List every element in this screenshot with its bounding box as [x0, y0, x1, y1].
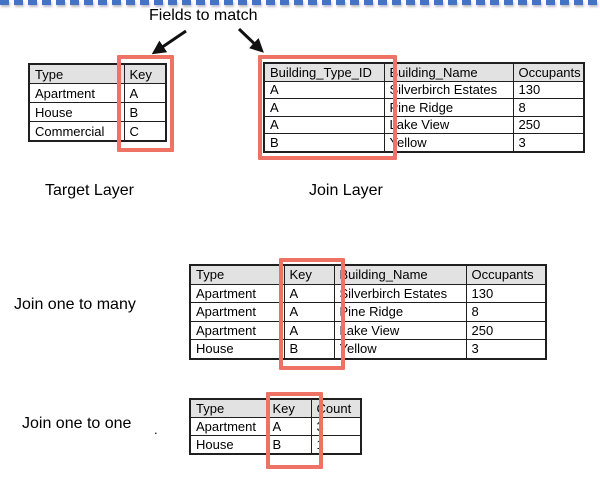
one-to-one-key-highlight-box	[266, 392, 323, 469]
column-header: Key	[123, 63, 167, 84]
table-row: B Yellow 3	[263, 133, 585, 152]
column-header: Type	[189, 398, 268, 418]
fields-to-match-label: Fields to match	[149, 7, 258, 24]
target-layer-table: Type Key Apartment A House B Commercial …	[28, 63, 167, 142]
table-cell: C	[123, 121, 167, 142]
column-header: Building_Type_ID	[263, 62, 385, 82]
table-cell: Lake View	[383, 115, 514, 134]
table-cell: Silverbirch Estates	[333, 283, 467, 303]
table-cell: B	[263, 133, 385, 152]
column-header: Occupants	[465, 264, 547, 285]
column-header: Building_Name	[383, 62, 514, 82]
table-header-row: Type Key	[28, 63, 167, 84]
join-key-highlight-box	[258, 55, 397, 160]
table-cell: 130	[465, 283, 547, 303]
join-layer-caption: Join Layer	[309, 182, 383, 199]
column-header: Occupants	[512, 62, 585, 82]
table-cell: Apartment	[189, 320, 285, 340]
table-cell: 250	[465, 320, 547, 340]
target-key-highlight-box	[117, 55, 174, 152]
table-cell: 130	[512, 80, 585, 99]
table-cell: B	[123, 102, 167, 122]
table-cell: B	[283, 339, 335, 359]
column-header: Type	[189, 264, 285, 285]
table-cell: Yellow	[383, 133, 514, 152]
table-cell: Apartment	[189, 417, 268, 436]
column-header: Count	[310, 398, 362, 418]
table-row: House B	[28, 102, 167, 122]
column-header: Type	[28, 63, 125, 84]
table-row: A Lake View 250	[263, 115, 585, 134]
column-header: Key	[283, 264, 335, 285]
column-header: Building_Name	[333, 264, 467, 285]
stray-mark: .	[154, 422, 158, 437]
table-header-row: Type Key Building_Name Occupants	[189, 264, 547, 285]
table-cell: House	[28, 102, 125, 122]
table-row: Apartment A 3	[189, 417, 362, 436]
table-row: Commercial C	[28, 121, 167, 142]
one-to-many-table: Type Key Building_Name Occupants Apartme…	[189, 264, 547, 360]
arrow-to-target-key-icon	[151, 29, 187, 55]
arrow-to-join-key-icon	[237, 27, 264, 53]
join-layer-table: Building_Type_ID Building_Name Occupants…	[263, 62, 585, 153]
table-row: Apartment A Pine Ridge 8	[189, 302, 547, 322]
table-cell: 250	[512, 115, 585, 134]
target-layer-caption: Target Layer	[45, 182, 134, 199]
table-cell: Pine Ridge	[383, 98, 514, 117]
table-cell: Pine Ridge	[333, 302, 467, 322]
table-cell: Apartment	[189, 302, 285, 322]
table-cell: Apartment	[189, 283, 285, 303]
table-row: Apartment A Silverbirch Estates 130	[189, 283, 547, 303]
table-cell: 3	[512, 133, 585, 152]
one-to-many-key-highlight-box	[279, 258, 345, 370]
one-to-one-caption: Join one to one	[22, 415, 132, 432]
table-header-row: Building_Type_ID Building_Name Occupants	[263, 62, 585, 82]
table-header-row: Type Key Count	[189, 398, 362, 418]
table-row: Apartment A Lake View 250	[189, 320, 547, 340]
dashed-divider	[0, 0, 600, 5]
table-cell: Lake View	[333, 320, 467, 340]
table-cell: 8	[512, 98, 585, 117]
table-row: Apartment A	[28, 83, 167, 103]
table-cell: 8	[465, 302, 547, 322]
table-cell: Commercial	[28, 121, 125, 142]
table-cell: Yellow	[333, 339, 467, 359]
table-cell: Apartment	[28, 83, 125, 103]
one-to-many-caption: Join one to many	[14, 296, 136, 313]
table-row: A Pine Ridge 8	[263, 98, 585, 117]
table-cell: House	[189, 339, 285, 359]
table-row: House B Yellow 3	[189, 339, 547, 359]
table-cell: House	[189, 435, 268, 455]
table-cell: 3	[465, 339, 547, 359]
table-cell: Silverbirch Estates	[383, 80, 514, 99]
